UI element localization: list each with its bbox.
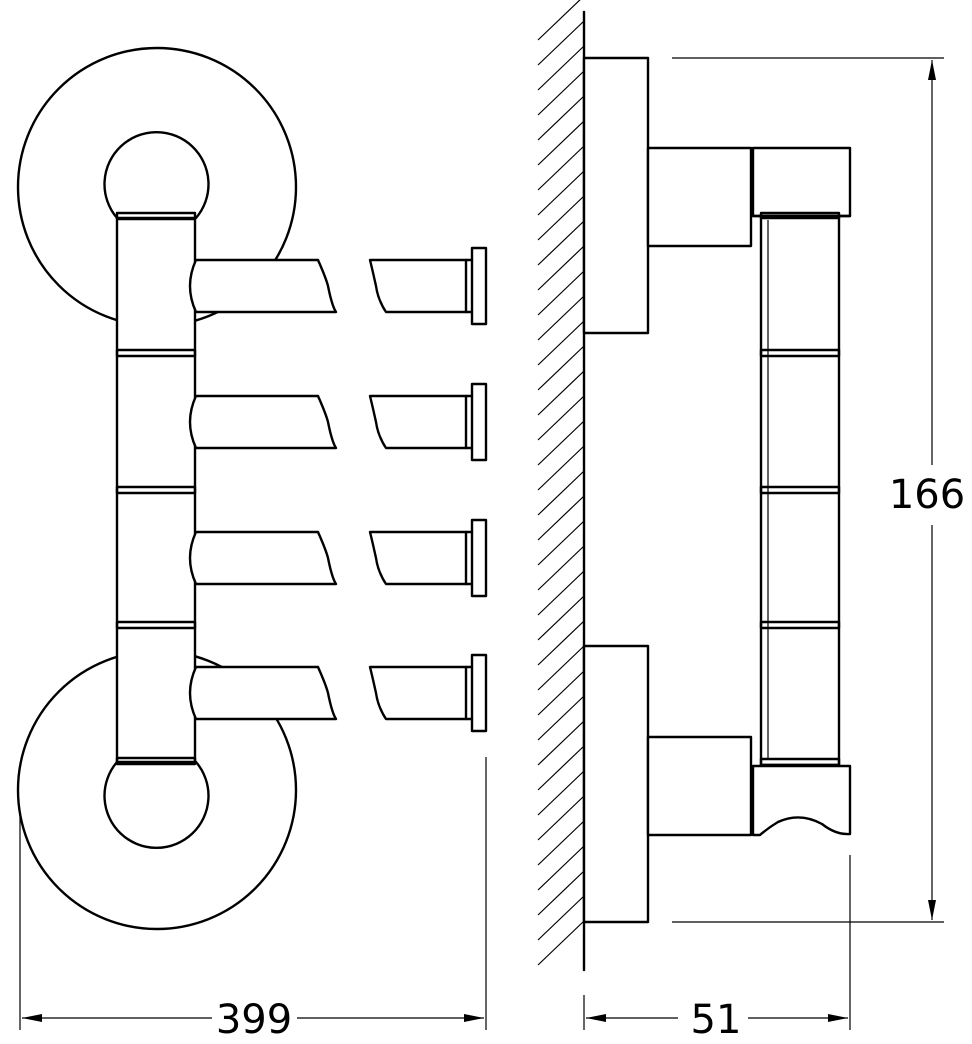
pivot-column xyxy=(115,216,197,765)
dimension-width-label: 399 xyxy=(216,997,292,1043)
bottom-cap xyxy=(103,760,210,850)
swing-arm xyxy=(188,382,488,462)
hatch-line xyxy=(537,270,585,316)
wall xyxy=(537,0,586,972)
hatch-line xyxy=(537,295,585,341)
hatch-line xyxy=(537,595,585,641)
front-view xyxy=(16,46,488,931)
hatch-line xyxy=(537,720,585,766)
side-top-head xyxy=(751,146,852,218)
hatch-line xyxy=(537,370,585,416)
wall-hatching xyxy=(537,0,585,966)
hatch-line xyxy=(537,570,585,616)
hatch-line xyxy=(537,645,585,691)
dimension-height: 166 xyxy=(672,57,972,923)
hatch-line xyxy=(537,920,585,966)
hatch-line xyxy=(537,95,585,141)
hatch-line xyxy=(537,470,585,516)
swing-arms xyxy=(188,246,488,733)
hatch-line xyxy=(537,345,585,391)
side-top-flange xyxy=(582,56,650,335)
side-top-connector xyxy=(646,146,753,248)
hatch-line xyxy=(537,395,585,441)
side-bottom-connector xyxy=(646,735,753,837)
dimension-depth-label: 51 xyxy=(691,997,742,1043)
arm-end-cap xyxy=(470,246,488,326)
arm-end-cap xyxy=(470,382,488,462)
hatch-line xyxy=(537,695,585,741)
hatch-line xyxy=(537,70,585,116)
side-bottom-head xyxy=(751,764,852,837)
arm-end-cap xyxy=(470,518,488,598)
side-bottom-flange xyxy=(582,644,650,924)
hatch-line xyxy=(537,0,581,41)
hatch-line xyxy=(537,745,585,791)
hatch-line xyxy=(537,620,585,666)
hatch-line xyxy=(537,420,585,466)
hatch-line xyxy=(537,220,585,266)
side-view xyxy=(582,56,852,924)
side-joints xyxy=(759,211,841,767)
hatch-line xyxy=(537,495,585,541)
hatch-line xyxy=(537,895,585,941)
hatch-line xyxy=(537,545,585,591)
swing-arm xyxy=(188,246,488,326)
dimension-height-label: 166 xyxy=(889,472,965,518)
hatch-line xyxy=(537,145,585,191)
hatch-line xyxy=(537,45,585,91)
hatch-line xyxy=(537,320,585,366)
hatch-line xyxy=(537,195,585,241)
hatch-line xyxy=(537,245,585,291)
hatch-line xyxy=(537,120,585,166)
top-cap xyxy=(103,130,210,220)
hatch-line xyxy=(537,520,585,566)
hatch-line xyxy=(537,770,585,816)
dimension-width: 399 xyxy=(19,757,487,1043)
hatch-line xyxy=(537,670,585,716)
side-pivot-bar xyxy=(759,212,841,767)
hatch-line xyxy=(537,845,585,891)
hatch-line xyxy=(537,20,585,66)
dimension-depth: 51 xyxy=(583,855,851,1043)
hatch-line xyxy=(537,795,585,841)
swing-arm xyxy=(188,518,488,598)
swing-arm xyxy=(188,653,488,733)
hatch-line xyxy=(537,445,585,491)
hatch-line xyxy=(537,820,585,866)
column-joints xyxy=(115,211,197,766)
hatch-line xyxy=(537,170,585,216)
arm-end-cap xyxy=(470,653,488,733)
hatch-line xyxy=(537,870,585,916)
